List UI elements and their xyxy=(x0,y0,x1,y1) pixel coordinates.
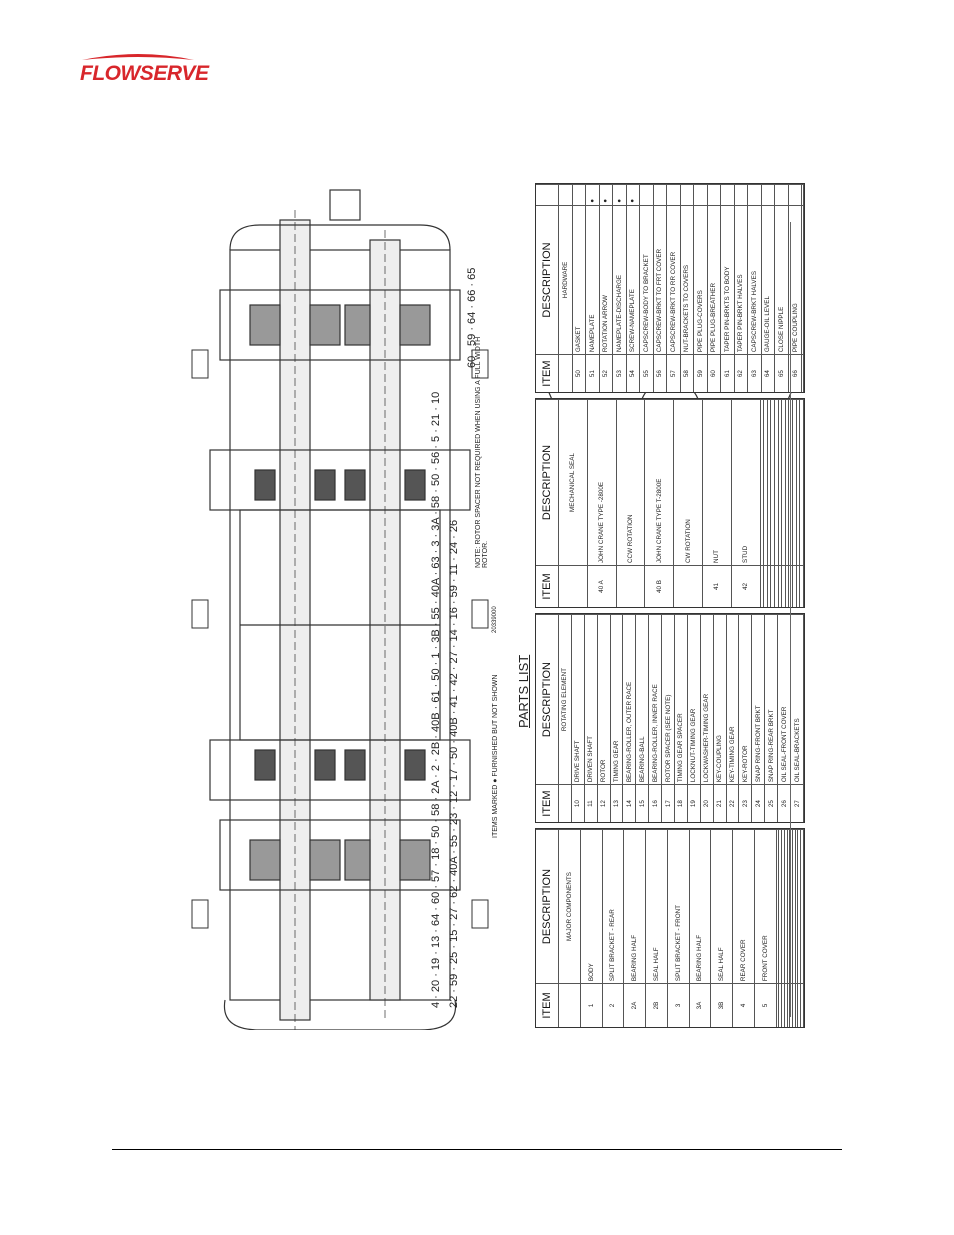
callouts-top: 4 · 20 · 19 · 13 · 64 · 60 · 57 · 18 · 5… xyxy=(430,391,442,1008)
table-row: CCW ROTATION xyxy=(616,399,645,607)
flowserve-logo xyxy=(78,52,198,92)
rotor-spacer-note: NOTE: ROTOR SPACER NOT REQUIRED WHEN USI… xyxy=(475,336,489,568)
col-item: ITEM xyxy=(536,983,559,1027)
logo-text: FLOWSERVE xyxy=(80,62,209,85)
legend-note: ITEMS MARKED ● FURNISHED BUT NOT SHOWN xyxy=(492,674,499,838)
footer-rule xyxy=(112,1149,842,1150)
parts-list-title: PARTS LIST xyxy=(516,654,531,728)
col-description: DESCRIPTION xyxy=(536,829,559,984)
drawing-number: 20339000 xyxy=(492,606,498,633)
callouts-bottom: 22 · 59 · 25 · 15 · 27 · 62 · 40A · 55 ·… xyxy=(448,519,460,1008)
drawing-border-line xyxy=(790,222,791,1017)
parts-list-rotated: 4 · 20 · 19 · 13 · 64 · 60 · 57 · 18 · 5… xyxy=(130,178,810,1028)
logo-swoosh-icon xyxy=(82,54,194,60)
table-row: CW ROTATION xyxy=(673,399,703,607)
